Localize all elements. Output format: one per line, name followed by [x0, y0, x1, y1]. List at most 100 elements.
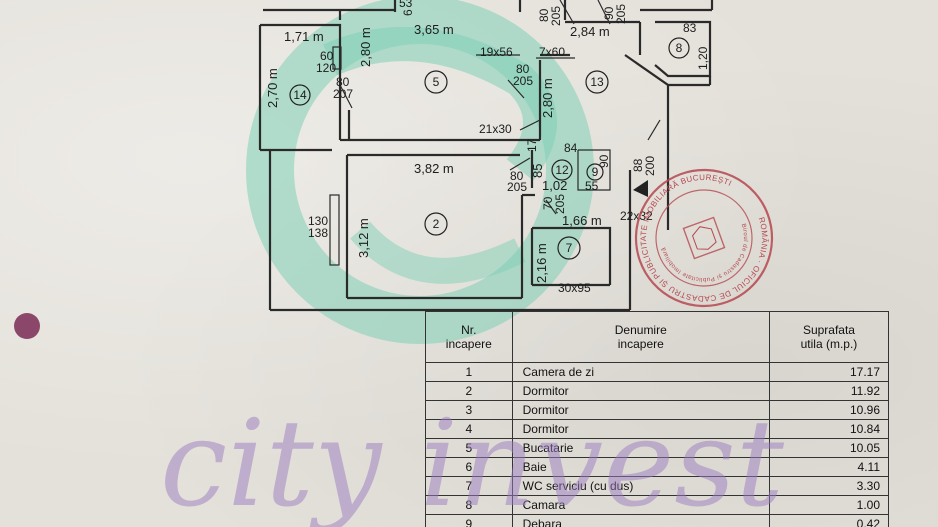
dim-room7-width: 1,66 m	[562, 213, 602, 228]
dim-room8-width: 83	[683, 21, 697, 35]
dim-17: 17	[525, 138, 539, 152]
dim-room13-height: 2,80 m	[540, 78, 555, 118]
dim-room8-height: 1,20	[696, 46, 710, 70]
dim-door-r5-80: 80	[516, 62, 530, 76]
dim-door-207: 207	[333, 87, 353, 101]
dim-room5-width: 3,65 m	[414, 22, 454, 37]
dim-85: 85	[530, 164, 545, 178]
dim-room7-height: 2,16 m	[534, 243, 549, 283]
dim-room14-width: 1,71 m	[284, 29, 324, 44]
dim-door-70: 70	[541, 196, 555, 210]
punch-hole-dot	[14, 313, 40, 339]
cell-area: 11.92	[768, 381, 890, 401]
dim-window-21x30: 21x30	[479, 122, 512, 136]
cell-nr: 5	[425, 438, 513, 458]
dim-room9-width: 55	[585, 179, 599, 193]
cell-name: WC serviciu (cu dus)	[511, 476, 770, 496]
cell-area: 1.00	[768, 495, 890, 515]
dim-door-r5-205: 205	[513, 74, 533, 88]
room-number-5: 5	[433, 75, 440, 89]
cell-area: 10.96	[768, 400, 890, 420]
cadastre-stamp: ROMÂNIA · OFICIUL DE CADASTRU ȘI PUBLICI…	[621, 155, 788, 322]
dim-window-19x56: 19x56	[480, 45, 513, 59]
cell-area: 3.30	[768, 476, 890, 496]
dim-window-130: 130	[308, 214, 328, 228]
dim-room5-height: 2,80 m	[358, 27, 373, 67]
cell-area: 0.42	[768, 514, 890, 527]
dim-room13-width: 2,84 m	[570, 24, 610, 39]
dim-window-138: 138	[308, 226, 328, 240]
cell-name: Camara	[511, 495, 770, 515]
coat-of-arms-icon	[682, 216, 726, 260]
dim-door-80: 80	[336, 75, 350, 89]
cell-nr: 3	[425, 400, 513, 420]
dimension-labels: 53 6 1,71 m 2,70 m 60 120 80 207 3,65 m …	[265, 0, 710, 295]
room-number-9: 9	[592, 165, 599, 179]
cell-nr: 8	[425, 495, 513, 515]
cell-area: 10.05	[768, 438, 890, 458]
cell-area: 10.84	[768, 419, 890, 439]
room-number-12: 12	[555, 163, 569, 177]
dim-door-top-80: 80	[537, 8, 551, 22]
dim-room12-width: 1,02	[542, 178, 567, 193]
dim-door-205: 205	[614, 4, 628, 24]
dim-6: 6	[401, 9, 415, 16]
header-nr: Nr.incapere	[425, 311, 513, 363]
cell-nr: 2	[425, 381, 513, 401]
cell-nr: 1	[425, 362, 513, 382]
cell-nr: 9	[425, 514, 513, 527]
cell-nr: 4	[425, 419, 513, 439]
cell-area: 17.17	[768, 362, 890, 382]
cell-nr: 6	[425, 457, 513, 477]
dim-door-88: 88	[631, 158, 645, 172]
room-number-8: 8	[676, 41, 683, 55]
room-number-14: 14	[293, 88, 307, 102]
dim-room2-height: 3,12 m	[356, 218, 371, 258]
dim-door-top-205: 205	[549, 6, 563, 26]
room-number-13: 13	[590, 75, 604, 89]
dim-window-30x95: 30x95	[558, 281, 591, 295]
cell-name: Dormitor	[511, 381, 770, 401]
dim-door-70-205: 205	[553, 194, 567, 214]
dim-room14-height: 2,70 m	[265, 68, 280, 108]
cell-name: Dormitor	[511, 419, 770, 439]
stamp-outer-text: ROMÂNIA · OFICIUL DE CADASTRU ȘI PUBLICI…	[621, 155, 788, 322]
dim-room2-width: 3,82 m	[414, 161, 454, 176]
room-number-2: 2	[433, 217, 440, 231]
dim-window-60: 60	[320, 49, 334, 63]
dim-53: 53	[399, 0, 413, 10]
cell-name: Camera de zi	[511, 362, 770, 382]
dim-door-200: 200	[643, 156, 657, 176]
dim-window-7x60: 7x60	[539, 45, 565, 59]
cell-name: Debara	[511, 514, 770, 527]
room-markers: 14 5 13 8 2 12 9 7	[289, 37, 690, 260]
cell-area: 4.11	[768, 457, 890, 477]
dim-door-90: 90	[602, 6, 616, 20]
room-number-7: 7	[566, 241, 573, 255]
dim-window-22x32: 22x32	[620, 209, 653, 223]
dim-door-r2-80: 80	[510, 169, 524, 183]
cell-nr: 7	[425, 476, 513, 496]
cell-name: Baie	[511, 457, 770, 477]
dim-door-r2-205: 205	[507, 180, 527, 194]
dim-84: 84	[564, 141, 578, 155]
cell-name: Bucatarie	[511, 438, 770, 458]
cell-name: Dormitor	[511, 400, 770, 420]
dim-window-120: 120	[316, 61, 336, 75]
dim-room9-height: 90	[597, 154, 611, 168]
